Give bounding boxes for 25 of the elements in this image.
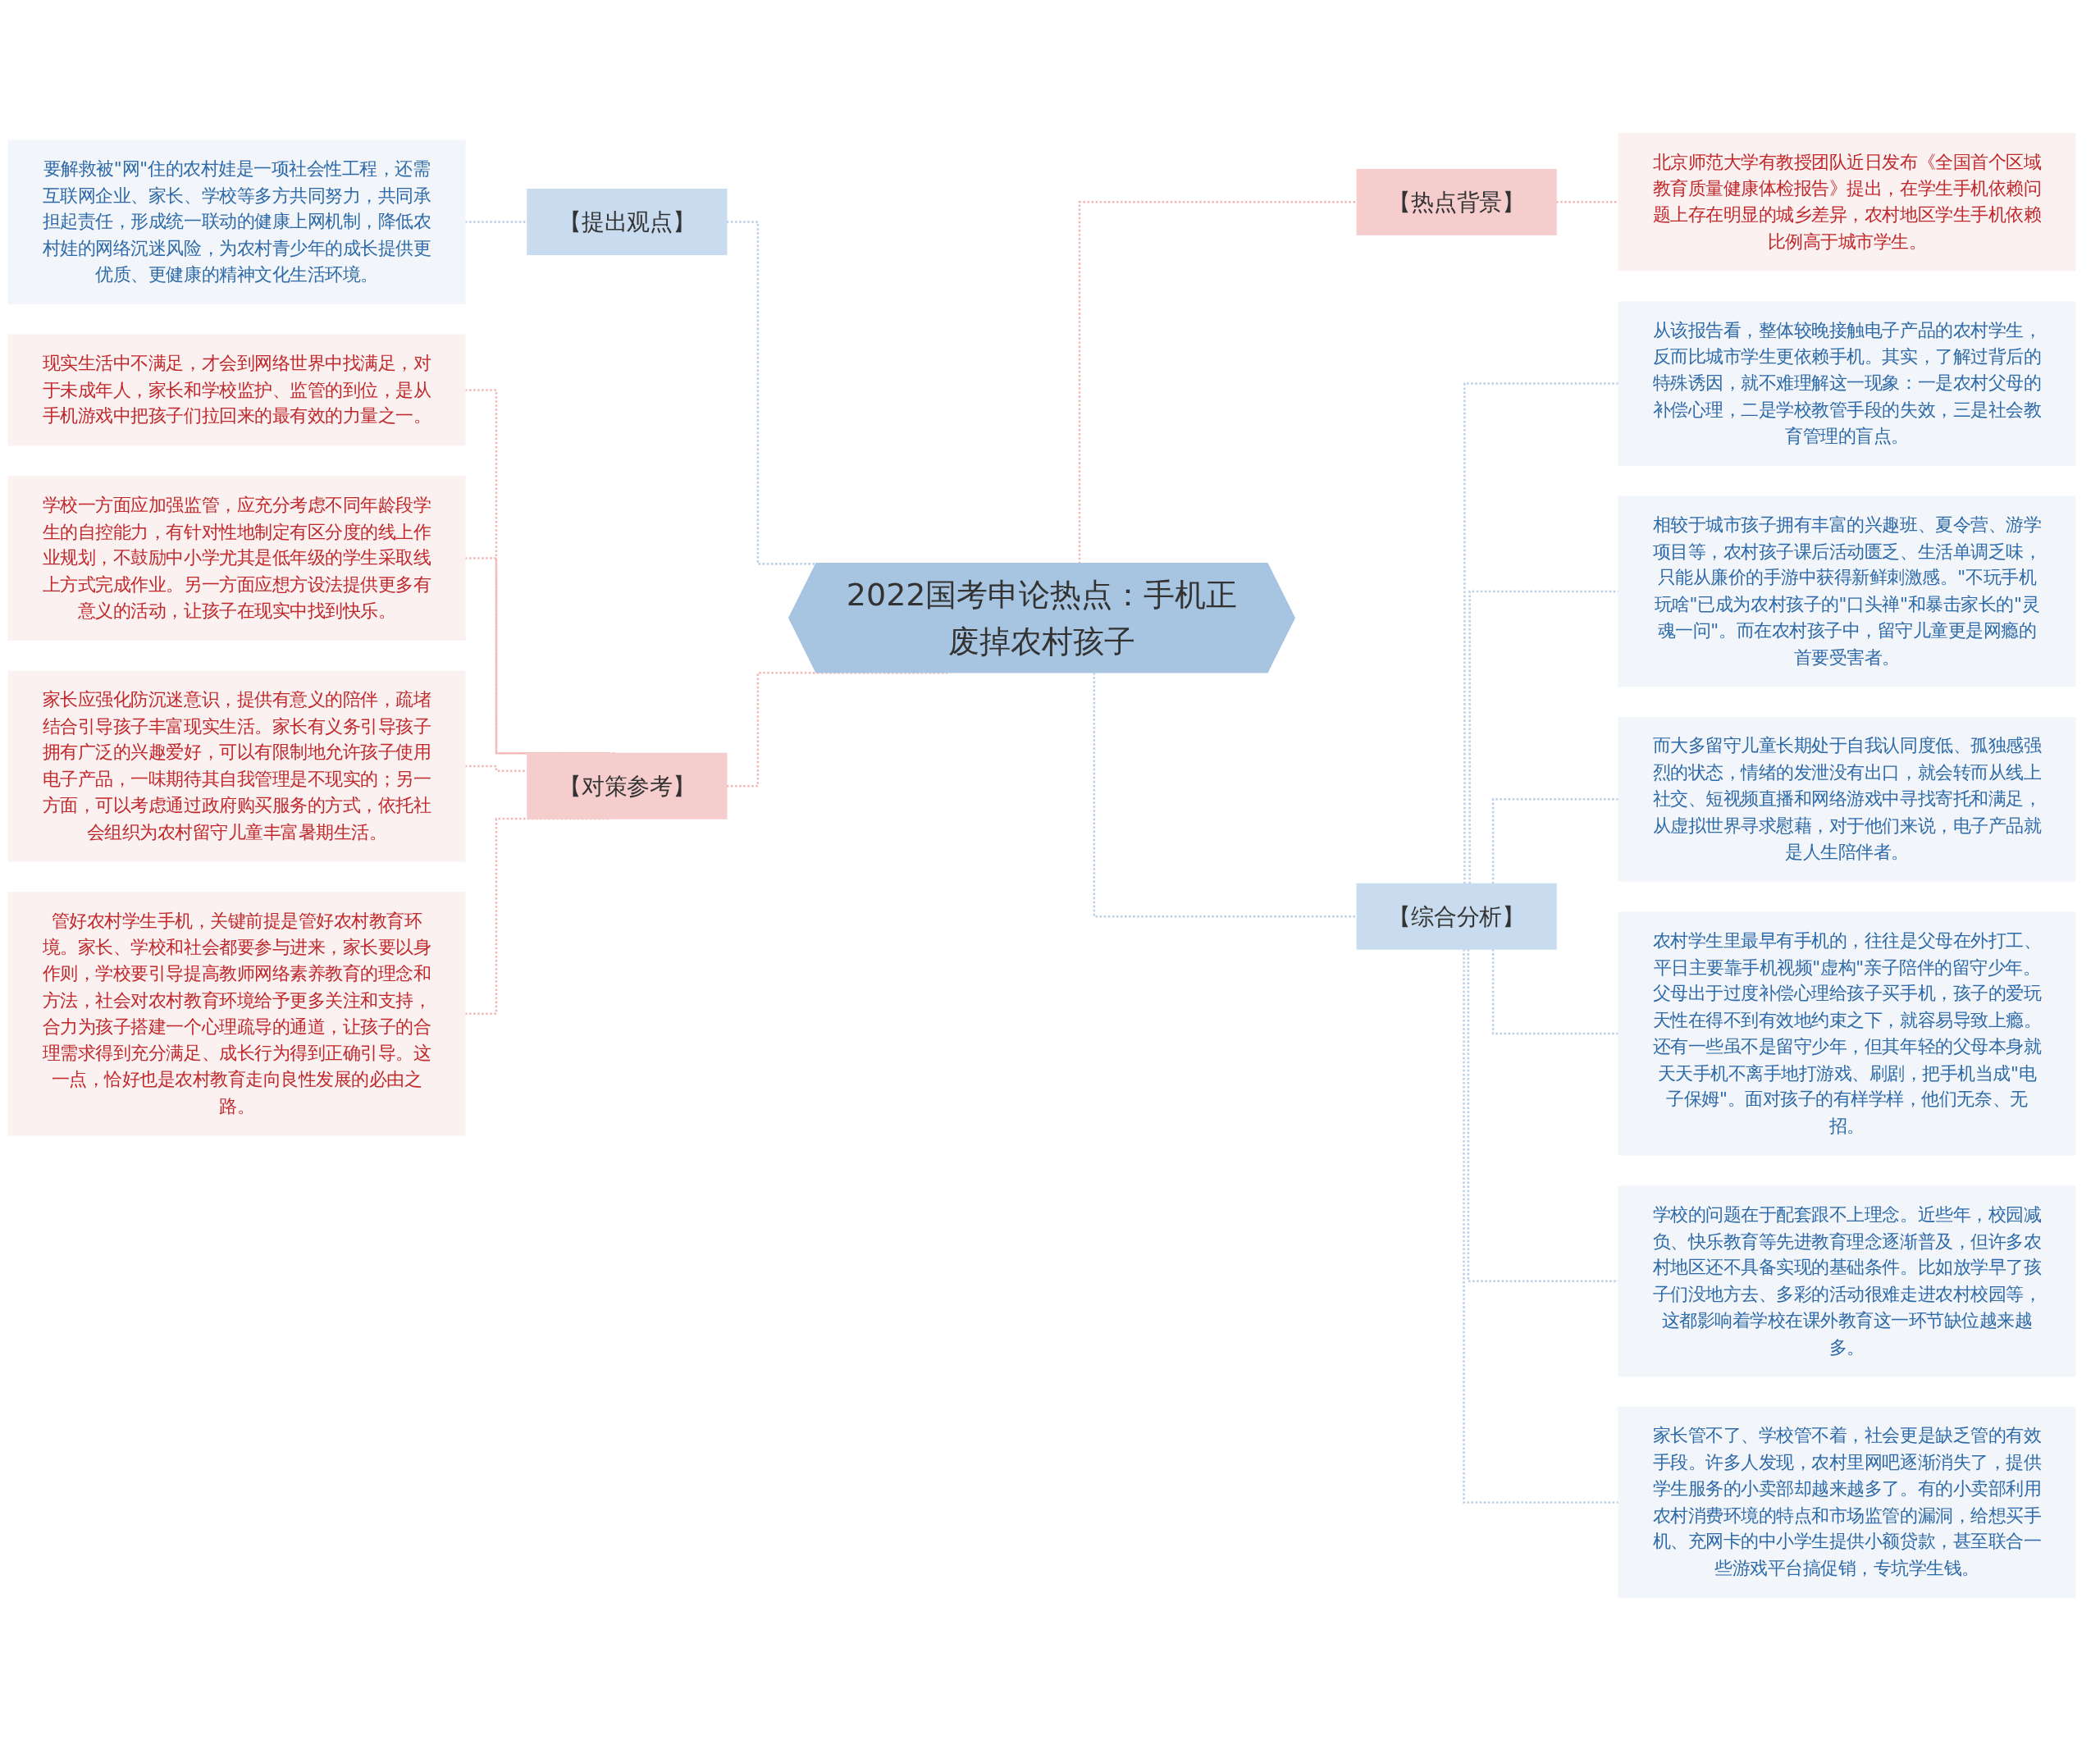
connector xyxy=(1491,798,1619,884)
node-box xyxy=(1618,495,2076,687)
connector xyxy=(1467,949,1619,1283)
node-box xyxy=(7,670,466,862)
node-box xyxy=(7,892,466,1136)
connector xyxy=(1554,201,1619,203)
connector xyxy=(1078,201,1358,564)
node-box xyxy=(1618,133,2076,272)
node-box xyxy=(1618,1185,2076,1377)
connector xyxy=(1093,673,1358,918)
node-box xyxy=(527,189,728,256)
node-box xyxy=(1618,301,2076,466)
connector xyxy=(1463,382,1619,884)
connector xyxy=(1468,590,1619,884)
node-box xyxy=(7,139,466,304)
node-box xyxy=(1356,883,1557,950)
node-box xyxy=(7,476,466,641)
node-box xyxy=(7,334,466,446)
node-box xyxy=(1618,911,2076,1156)
node-box xyxy=(1618,717,2076,882)
connector xyxy=(1463,949,1619,1504)
node-box xyxy=(527,752,728,819)
node-box xyxy=(1618,1406,2076,1598)
connector xyxy=(1491,949,1619,1035)
node-box xyxy=(1356,168,1557,235)
